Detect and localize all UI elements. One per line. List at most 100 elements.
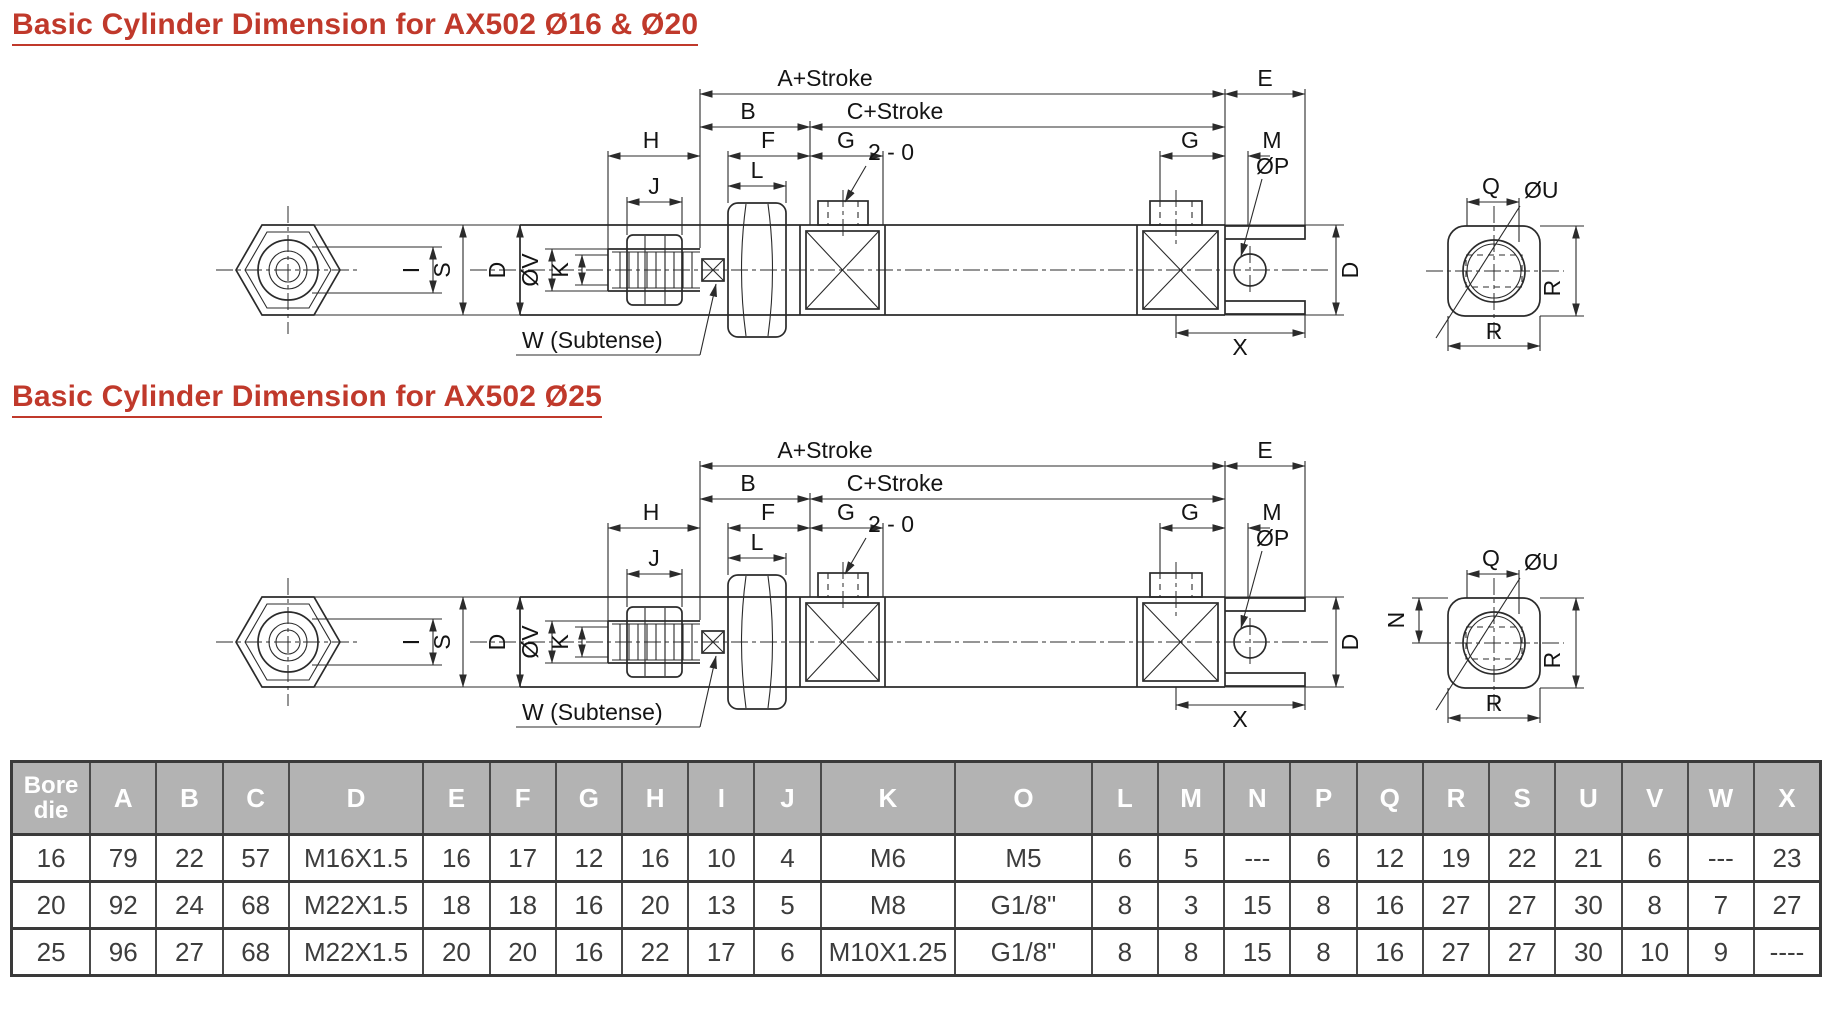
table-cell: 8 (1620, 880, 1689, 930)
column-header-s: S (1488, 760, 1557, 836)
column-header-p: P (1289, 760, 1358, 836)
table-cell: 16 (422, 833, 491, 883)
table-cell: 17 (488, 833, 557, 883)
table-cell: 68 (221, 927, 290, 977)
table-cell: 23 (1752, 833, 1822, 883)
table-cell: 68 (221, 880, 290, 930)
table-cell: 24 (155, 880, 224, 930)
table-cell: 15 (1223, 880, 1292, 930)
table-cell: 22 (620, 927, 690, 977)
table-cell: 79 (89, 833, 158, 883)
table-cell: 57 (221, 833, 290, 883)
column-header-d: D (287, 760, 425, 836)
cylinder-assembly-16-20 (216, 65, 1584, 360)
table-cell: 8 (1156, 927, 1226, 977)
table-cell: 6 (1620, 833, 1689, 883)
table-header-row: Bore die A B C D E F G H I J K O L M N P… (10, 760, 1822, 836)
table-cell: 9 (1686, 927, 1755, 977)
column-header-w: W (1686, 760, 1755, 836)
table-cell: 5 (753, 880, 822, 930)
table-cell: 13 (687, 880, 756, 930)
cylinder-drawing-25: N (0, 420, 1837, 750)
table-cell: 27 (1421, 880, 1491, 930)
table-cell: 27 (1421, 927, 1491, 977)
table-cell: 12 (1355, 833, 1424, 883)
column-header-m: M (1156, 760, 1226, 836)
table-cell: 30 (1554, 927, 1623, 977)
table-cell: 16 (1355, 880, 1424, 930)
cylinder-drawing-16-20: I S (0, 48, 1837, 378)
table-cell: 7 (1686, 880, 1755, 930)
table-cell: 8 (1289, 927, 1358, 977)
table-row-bore-16: 16 79 22 57 M16X1.5 16 17 12 16 10 4 M6 … (10, 833, 1822, 883)
page-title-ax502-16-20: Basic Cylinder Dimension for AX502 Ø16 &… (12, 8, 699, 46)
column-header-q: Q (1355, 760, 1424, 836)
table-cell: 16 (1355, 927, 1424, 977)
table-cell: 3 (1156, 880, 1226, 930)
table-cell: 16 (554, 927, 623, 977)
column-header-c: C (221, 760, 290, 836)
column-header-x: X (1752, 760, 1822, 836)
column-header-r: R (1421, 760, 1491, 836)
table-cell: 8 (1289, 880, 1358, 930)
table-cell: M8 (819, 880, 957, 930)
column-header-j: J (753, 760, 822, 836)
table-cell: 6 (1289, 833, 1358, 883)
table-cell: 20 (422, 927, 491, 977)
table-cell: 27 (1752, 880, 1822, 930)
table-cell: 15 (1223, 927, 1292, 977)
table-cell: 30 (1554, 880, 1623, 930)
table-cell: 4 (753, 833, 822, 883)
table-row-bore-20: 20 92 24 68 M22X1.5 18 18 16 20 13 5 M8 … (10, 880, 1822, 930)
table-cell: 16 (10, 833, 92, 883)
column-header-g: G (554, 760, 623, 836)
table-cell: 21 (1554, 833, 1623, 883)
table-cell: G1/8" (954, 880, 1093, 930)
column-header-o: O (954, 760, 1093, 836)
table-cell: 22 (155, 833, 224, 883)
table-cell: 16 (554, 880, 623, 930)
table-cell: 17 (687, 927, 756, 977)
table-cell: 27 (1488, 880, 1557, 930)
column-header-b: B (155, 760, 224, 836)
table-cell: 22 (1488, 833, 1557, 883)
table-cell: 20 (10, 880, 92, 930)
table-cell: 6 (753, 927, 822, 977)
table-cell: 6 (1090, 833, 1159, 883)
table-cell: 8 (1090, 927, 1159, 977)
table-cell: M22X1.5 (287, 927, 425, 977)
table-cell: M10X1.25 (819, 927, 957, 977)
table-cell: 92 (89, 880, 158, 930)
column-header-l: L (1090, 760, 1159, 836)
table-cell: 12 (554, 833, 623, 883)
table-cell: 20 (620, 880, 690, 930)
table-row-bore-25: 25 96 27 68 M22X1.5 20 20 16 22 17 6 M10… (10, 927, 1822, 977)
column-header-a: A (89, 760, 158, 836)
column-header-f: F (488, 760, 557, 836)
n-dimension: N (1383, 597, 1448, 644)
column-header-i: I (687, 760, 756, 836)
table-cell: 19 (1421, 833, 1491, 883)
table-cell: --- (1223, 833, 1292, 883)
column-header-v: V (1620, 760, 1689, 836)
table-cell: 10 (1620, 927, 1689, 977)
cylinder-assembly-25 (216, 437, 1584, 732)
column-header-bore-die: Bore die (10, 760, 92, 836)
table-cell: ---- (1752, 927, 1822, 977)
table-cell: M5 (954, 833, 1093, 883)
table-cell: 27 (1488, 927, 1557, 977)
column-header-n: N (1223, 760, 1292, 836)
table-cell: M22X1.5 (287, 880, 425, 930)
page-title-ax502-25: Basic Cylinder Dimension for AX502 Ø25 (12, 380, 603, 418)
column-header-k: K (819, 760, 957, 836)
table-cell: G1/8" (954, 927, 1093, 977)
table-cell: 18 (422, 880, 491, 930)
table-cell: 27 (155, 927, 224, 977)
table-cell: M6 (819, 833, 957, 883)
table-cell: 16 (620, 833, 690, 883)
table-cell: 25 (10, 927, 92, 977)
column-header-h: H (620, 760, 690, 836)
table-cell: 96 (89, 927, 158, 977)
table-cell: 10 (687, 833, 756, 883)
dim-label-n: N (1383, 612, 1409, 629)
